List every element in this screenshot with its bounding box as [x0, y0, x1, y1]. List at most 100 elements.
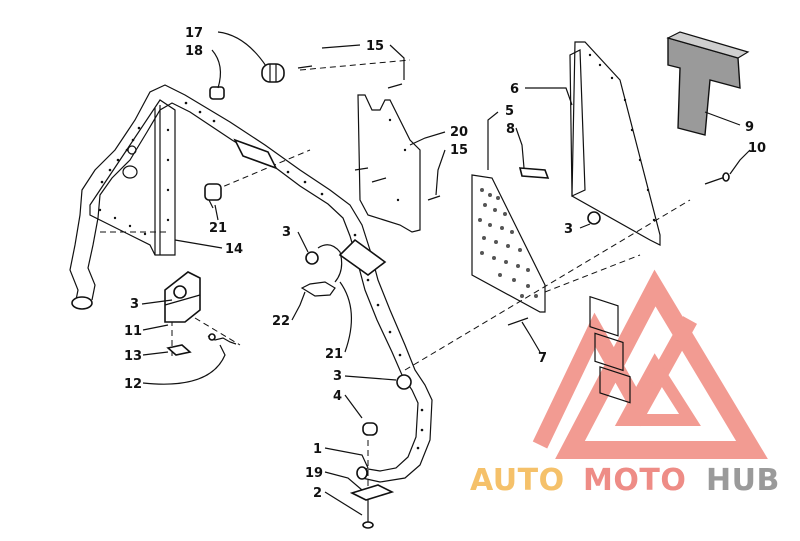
clamp-bracket — [338, 238, 387, 276]
watermark-text: AUTO MOTO HUB — [470, 463, 779, 498]
callout-11: 11 — [124, 324, 142, 339]
leader-3-mid — [297, 231, 309, 253]
part-4-cap — [362, 422, 378, 436]
panel-6-front — [569, 49, 586, 197]
axis-right-panel — [544, 254, 641, 293]
leader-8 — [515, 127, 525, 169]
part-8-clip — [518, 167, 550, 179]
leader-12 — [142, 344, 226, 385]
bolt-10-head — [722, 172, 730, 182]
callout-19: 20 — [450, 125, 468, 140]
frame-tube-outer — [69, 84, 433, 483]
callout-9: 9 — [745, 120, 754, 135]
watermark-auto: AUTO — [470, 463, 565, 498]
callout-13: 13 — [124, 349, 142, 364]
watermark-moto: MOTO — [583, 463, 686, 498]
stud-19-b — [371, 177, 387, 183]
clamp-assembly — [300, 238, 387, 297]
screw-7 — [507, 317, 529, 326]
panel-6-rivets — [588, 53, 656, 222]
leader-11 — [142, 324, 169, 331]
panel-6-slot-1 — [589, 295, 619, 337]
leader-19 — [409, 131, 446, 146]
plate-13 — [166, 344, 192, 356]
clamp-22 — [300, 281, 336, 297]
leader-1 — [324, 447, 369, 469]
frame-rivets — [100, 101, 424, 450]
frame-tube-inner — [87, 102, 419, 472]
leader-17 — [211, 49, 222, 89]
screw-15-top-b — [387, 83, 403, 89]
callout-14: 14 — [225, 242, 243, 257]
screw-15-top-a — [297, 65, 313, 69]
plate-19-holes — [388, 118, 407, 202]
leader-13 — [142, 351, 169, 356]
plate-19-outline — [357, 94, 421, 233]
panel-5-holes — [478, 188, 538, 298]
callout-3-left: 3 — [130, 297, 139, 312]
bumper-frame — [69, 84, 433, 483]
axis-20 — [214, 149, 311, 191]
callout-3-mid: 3 — [282, 225, 291, 240]
plate-18 — [349, 484, 395, 501]
leader-7 — [521, 321, 541, 353]
panel-14-hole-1 — [122, 165, 138, 179]
panel-6-outline — [571, 41, 661, 246]
leader-10 — [729, 149, 751, 175]
callout-3-right: 3 — [564, 222, 573, 237]
bolt-2-head — [362, 521, 374, 529]
part-20-tab — [208, 199, 214, 209]
bracket-11-edge — [164, 294, 201, 306]
callout-4: 4 — [333, 389, 342, 404]
large-panel-6 — [569, 41, 661, 404]
perforated-panel-5 — [471, 174, 546, 313]
callout-10: 10 — [748, 141, 766, 156]
leader-5 — [487, 111, 499, 170]
panel-14-outline — [89, 99, 176, 256]
leader-22 — [291, 291, 306, 321]
callout-6: 6 — [510, 82, 519, 97]
callout-18: 19 — [305, 466, 323, 481]
part-17-nut — [209, 86, 225, 100]
left-side-panel — [89, 99, 176, 256]
frame-end-left — [71, 296, 93, 310]
leader-3-left — [141, 299, 173, 305]
callout-1: 1 — [313, 442, 322, 457]
leader-4 — [344, 394, 363, 419]
panel-6-slot-2 — [594, 332, 624, 372]
callout-17: 18 — [185, 44, 203, 59]
mount-bracket-left — [164, 271, 237, 356]
nut-3-mid — [305, 251, 319, 265]
axis-12 — [194, 317, 241, 346]
bracket-9-top — [666, 31, 750, 59]
leader-15-right — [435, 149, 446, 196]
axis-7-10 — [404, 199, 691, 371]
leader-16 — [217, 31, 267, 67]
leader-lines — [141, 31, 751, 516]
leader-20 — [214, 204, 219, 221]
leader-3-right — [579, 223, 591, 229]
clamp-21 — [317, 244, 343, 283]
leader-18 — [324, 471, 363, 491]
callout-5: 5 — [505, 104, 514, 119]
leader-2 — [324, 491, 363, 516]
panel-14-holes — [98, 128, 170, 236]
axis-15-top — [299, 59, 411, 71]
leader-14 — [174, 239, 223, 249]
bracket-9 — [666, 31, 750, 136]
watermark-logo — [532, 269, 768, 459]
washer-12 — [208, 333, 216, 341]
screw-15-right — [427, 195, 441, 201]
bracket-20 — [204, 183, 222, 209]
callout-20: 21 — [209, 221, 227, 236]
part-16-knob — [261, 63, 285, 83]
part-20-body — [204, 183, 222, 201]
callout-21: 21 — [325, 347, 343, 362]
panel-5-outline — [471, 174, 546, 313]
nut-3-left — [173, 285, 187, 299]
callout-22: 22 — [272, 314, 290, 329]
leader-9 — [704, 111, 741, 126]
assembly-axes — [100, 59, 691, 520]
top-fasteners — [209, 63, 403, 100]
